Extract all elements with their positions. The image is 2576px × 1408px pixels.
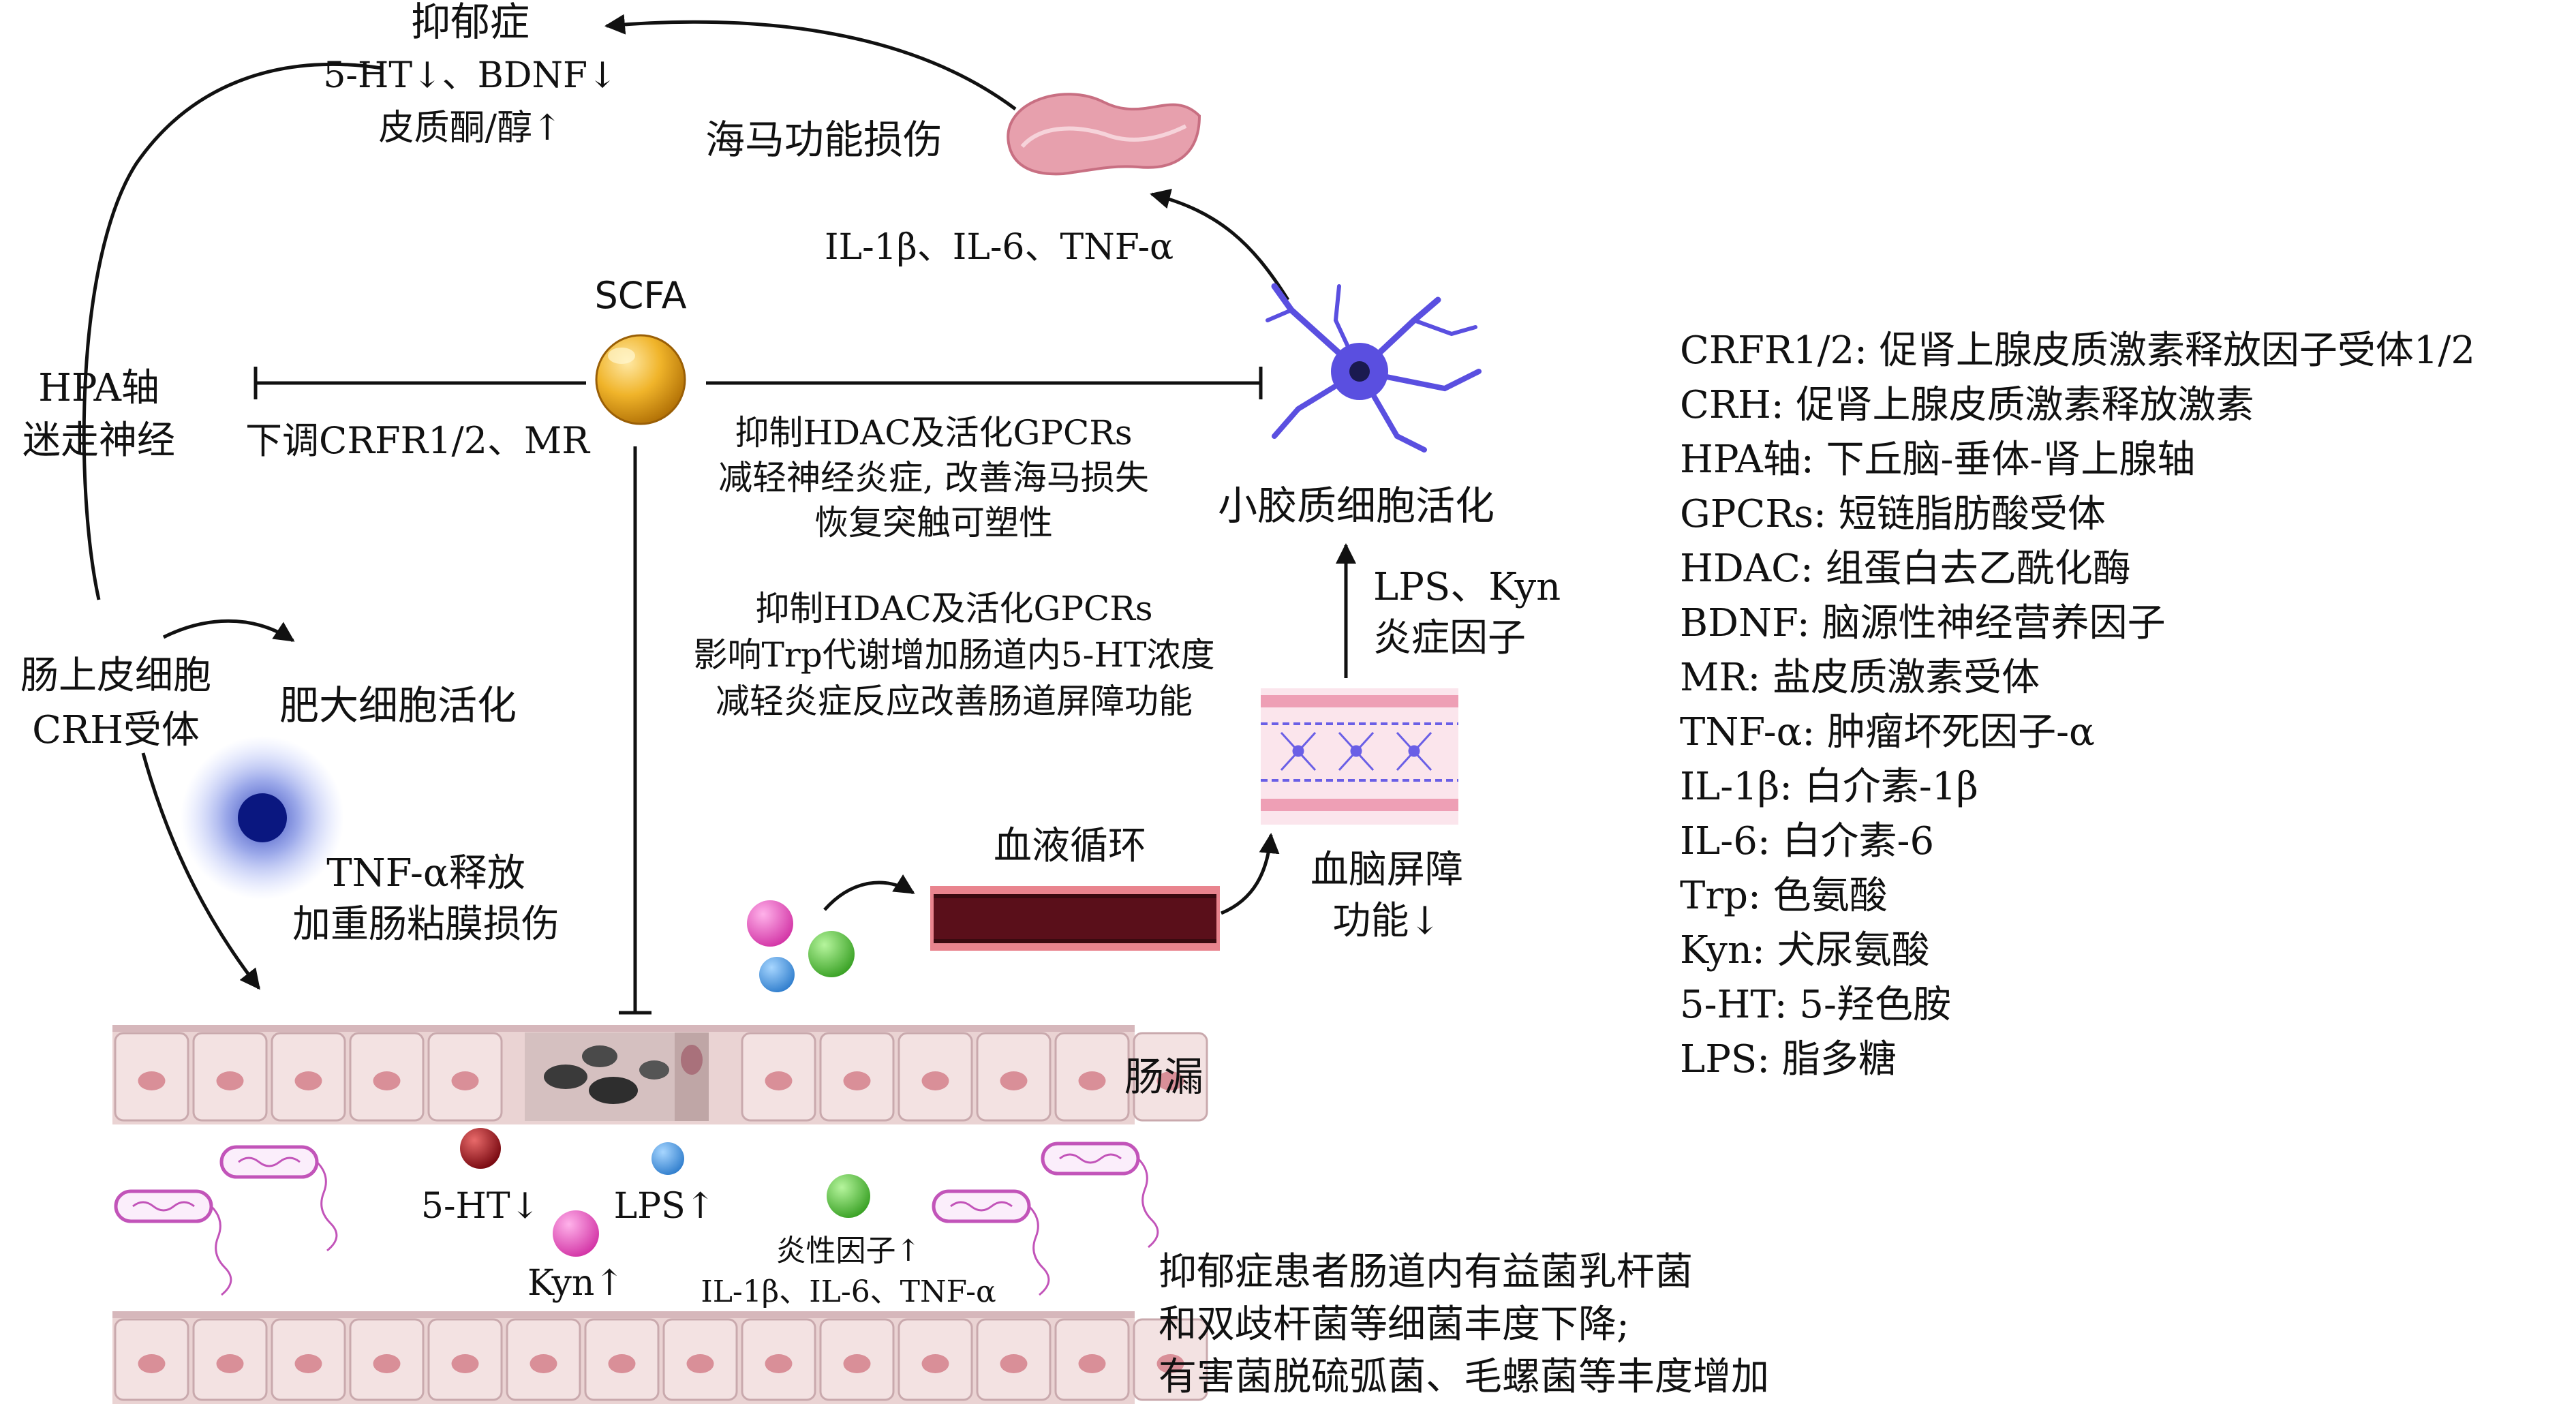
legend-item: TNF-α: 肿瘤坏死因子-α: [1680, 710, 2095, 754]
scfa-brain-effect-3: 恢复突触可塑性: [814, 503, 1053, 542]
serotonin-ball: [460, 1128, 501, 1169]
arrow-microglia-to-hippocampus: [1150, 189, 1290, 301]
depression-markers-2: 皮质酮/醇↑: [378, 108, 562, 149]
legend-item: LPS: 脂多糖: [1680, 1037, 1897, 1082]
leaky-gut-damage: [525, 1032, 709, 1121]
bbb-label: 血脑屏障: [1310, 848, 1463, 892]
leaky-gut-label: 肠漏: [1124, 1054, 1203, 1100]
hpa-axis-label: HPA轴: [38, 366, 159, 410]
hpa-axis-arc: [82, 62, 382, 600]
legend-item: Kyn: 犬尿氨酸: [1680, 928, 1930, 973]
arrow-epithelium-to-gut: [141, 752, 260, 990]
blood-vessel-icon: [930, 886, 1220, 951]
gut-epithelium-bottom: [112, 1311, 1208, 1404]
mast-cell-label: 肥大细胞活化: [279, 682, 517, 729]
legend-item: 5-HT: 5-羟色胺: [1680, 983, 1951, 1027]
bacteria-note-1: 抑郁症患者肠道内有益菌乳杆菌: [1159, 1250, 1693, 1294]
blood-circulation-label: 血液循环: [994, 824, 1146, 868]
serotonin-label: 5-HT↓: [421, 1186, 540, 1227]
microglia-label: 小胶质细胞活化: [1218, 483, 1494, 529]
legend-item: IL-6: 白介素-6: [1680, 819, 1934, 863]
hippocampus-icon: [1007, 93, 1201, 176]
lps-label: LPS↑: [614, 1186, 716, 1227]
scfa-down-regulation: 下调CRFR1/2、MR: [245, 419, 590, 462]
bacteria-note-2: 和双歧杆菌等细菌丰度下降;: [1159, 1302, 1629, 1347]
kyn-label: Kyn↑: [527, 1263, 624, 1304]
epithelium-label: 肠上皮细胞: [20, 654, 211, 698]
legend-item: GPCRs: 短链脂肪酸受体: [1680, 492, 2106, 536]
inflammatory-ball: [827, 1174, 870, 1218]
legend-item: Trp: 色氨酸: [1680, 874, 1888, 918]
bbb-function-label: 功能↓: [1333, 899, 1441, 943]
legend-item: CRFR1/2: 促肾上腺皮质激素释放因子受体1/2: [1680, 328, 2475, 373]
mucosa-damage-label: 加重肠粘膜损伤: [292, 902, 559, 947]
arrow-vessel-to-bbb: [1221, 833, 1280, 915]
lumen-molecules: [460, 1128, 870, 1257]
legend-item: BDNF: 脑源性神经营养因子: [1680, 601, 2166, 645]
depression-title: 抑郁症: [411, 0, 530, 45]
hippocampus-cytokines: IL-1β、IL-6、TNF-α: [825, 227, 1174, 268]
legend-item: HPA轴: 下丘脑-垂体-肾上腺轴: [1680, 438, 2195, 482]
legend-item: MR: 盐皮质激素受体: [1680, 656, 2040, 700]
tnf-release-label: TNF-α释放: [326, 851, 525, 896]
scfa-label: SCFA: [594, 274, 686, 317]
inflammation-factor-label: 炎症因子: [1373, 616, 1526, 660]
hippocampus-label: 海马功能损伤: [705, 117, 942, 163]
circulating-molecules: [747, 900, 855, 992]
legend-item: IL-1β: 白介素-1β: [1680, 765, 1978, 809]
labels: 抑郁症 5-HT↓、BDNF↓ 皮质酮/醇↑ 海马功能损伤 IL-1β、IL-6…: [20, 0, 1769, 1399]
bacteria-note-3: 有害菌脱硫弧菌、毛螺菌等丰度增加: [1159, 1355, 1769, 1399]
lps-kyn-label: LPS、Kyn: [1373, 565, 1561, 609]
arrow-hippocampus-to-depression: [604, 14, 1017, 111]
scfa-gut-effect-3: 减轻炎症反应改善肠道屏障功能: [716, 682, 1193, 721]
scfa-brain-effect-1: 抑制HDAC及活化GPCRs: [735, 413, 1132, 453]
legend-item: CRH: 促肾上腺皮质激素释放激素: [1680, 383, 2254, 427]
depression-markers-1: 5-HT↓、BDNF↓: [323, 55, 617, 96]
bacteria-group: [114, 1142, 1159, 1296]
scfa-gut-effect-1: 抑制HDAC及活化GPCRs: [755, 589, 1152, 628]
scfa-molecule: [595, 334, 686, 425]
kyn-ball: [553, 1210, 599, 1257]
microglia-neuron-icon: [1266, 283, 1482, 453]
mast-cell-icon: [181, 736, 344, 900]
inflammatory-factor-label: 炎性因子↑: [776, 1234, 921, 1268]
connectors: [82, 14, 1356, 1015]
scfa-brain-effect-2: 减轻神经炎症, 改善海马损失: [718, 458, 1149, 498]
arrow-epithelium-to-mast: [162, 619, 295, 643]
inflammatory-cytokines-label: IL-1β、IL-6、TNF-α: [701, 1274, 996, 1309]
arrow-balls-to-vessel: [823, 874, 915, 911]
legend-item: HDAC: 组蛋白去乙酰化酶: [1680, 547, 2131, 591]
blood-brain-barrier-icon: [1261, 688, 1458, 825]
vagus-nerve-label: 迷走神经: [22, 418, 175, 463]
scfa-gut-effect-2: 影响Trp代谢增加肠道内5-HT浓度: [694, 635, 1215, 675]
lps-ball: [651, 1142, 684, 1175]
crh-receptor-label: CRH受体: [32, 708, 200, 752]
